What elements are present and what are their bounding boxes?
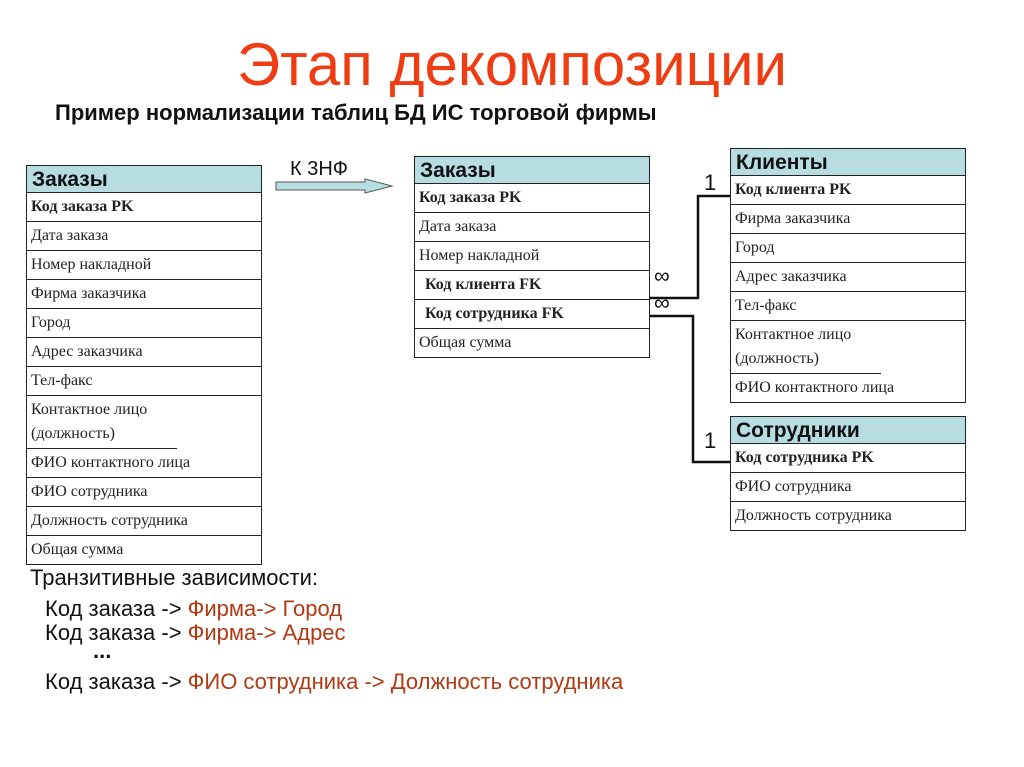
many-cardinality-icon: ∞ xyxy=(654,290,670,315)
table-row: Город xyxy=(27,309,261,338)
table-header: Заказы xyxy=(415,157,649,184)
table-row: ФИО сотрудника xyxy=(731,473,965,502)
source-orders-table: Заказы Код заказа PK Дата заказа Номер н… xyxy=(26,165,262,565)
transitive-line: Код заказа -> Фирма-> Город xyxy=(45,596,342,622)
table-row: Код клиента PK xyxy=(731,176,965,205)
table-header: Сотрудники xyxy=(731,417,965,444)
table-row: Должность сотрудника xyxy=(735,507,892,524)
table-row: ФИО контактного лица xyxy=(735,379,895,396)
table-row: Контактное лицо (должность) xyxy=(27,396,177,449)
many-cardinality-icon: ∞ xyxy=(654,263,670,288)
arrow-label: К 3НФ xyxy=(290,158,348,180)
transitive-line: Код заказа -> Фирма-> Адрес xyxy=(45,620,346,646)
orders-table: Заказы Код заказа PK Дата заказа Номер н… xyxy=(414,156,650,358)
transitive-line: Код заказа -> ФИО сотрудника -> Должност… xyxy=(45,669,623,695)
dependency-source: Код заказа -> xyxy=(45,596,188,621)
arrow-right-icon xyxy=(275,178,394,194)
table-row: Дата заказа xyxy=(415,213,649,242)
transitive-heading: Транзитивные зависимости: xyxy=(30,565,318,590)
one-cardinality-label: 1 xyxy=(704,428,717,453)
table-row: Код заказа PK xyxy=(27,193,261,222)
table-row: ФИО сотрудника xyxy=(27,478,261,507)
table-row: Номер накладной xyxy=(415,242,649,271)
dependency-chain: Фирма-> Адрес xyxy=(187,620,346,645)
table-row: Общая сумма xyxy=(419,334,512,351)
employees-table: Сотрудники Код сотрудника PK ФИО сотрудн… xyxy=(730,416,966,531)
clients-table: Клиенты Код клиента PK Фирма заказчика Г… xyxy=(730,148,966,403)
slide-subtitle: Пример нормализации таблиц БД ИС торгово… xyxy=(55,100,657,125)
ellipsis: ... xyxy=(93,638,112,663)
table-row: Адрес заказчика xyxy=(731,263,965,292)
table-row: Код заказа PK xyxy=(415,184,649,213)
table-row: Номер накладной xyxy=(27,251,261,280)
table-row: Город xyxy=(731,234,965,263)
table-row: Дата заказа xyxy=(27,222,261,251)
table-row: Тел-факс xyxy=(27,367,261,396)
table-row: Должность сотрудника xyxy=(27,507,261,536)
table-header: Клиенты xyxy=(731,149,965,176)
table-row: Код клиента FK xyxy=(415,271,649,300)
table-row: Тел-факс xyxy=(731,292,965,321)
table-row: ФИО контактного лица xyxy=(27,449,261,478)
slide-title: Этап декомпозиции xyxy=(237,31,787,98)
orders-employees-connector xyxy=(650,314,740,464)
table-row: Контактное лицо (должность) xyxy=(731,321,881,374)
one-cardinality-label: 1 xyxy=(704,170,717,195)
dependency-source: Код заказа -> xyxy=(45,669,188,694)
dependency-chain: ФИО сотрудника -> Должность сотрудника xyxy=(187,669,624,694)
table-row: Общая сумма xyxy=(31,541,124,558)
table-row: Код сотрудника PK xyxy=(731,444,965,473)
table-row: Фирма заказчика xyxy=(27,280,261,309)
table-row: Фирма заказчика xyxy=(731,205,965,234)
orders-clients-connector xyxy=(650,194,742,300)
table-row: Код сотрудника FK xyxy=(415,300,649,329)
dependency-chain: Фирма-> Город xyxy=(187,596,343,621)
dependency-source: Код заказа -> xyxy=(45,620,188,645)
table-row: Адрес заказчика xyxy=(27,338,261,367)
table-header: Заказы xyxy=(27,166,261,193)
